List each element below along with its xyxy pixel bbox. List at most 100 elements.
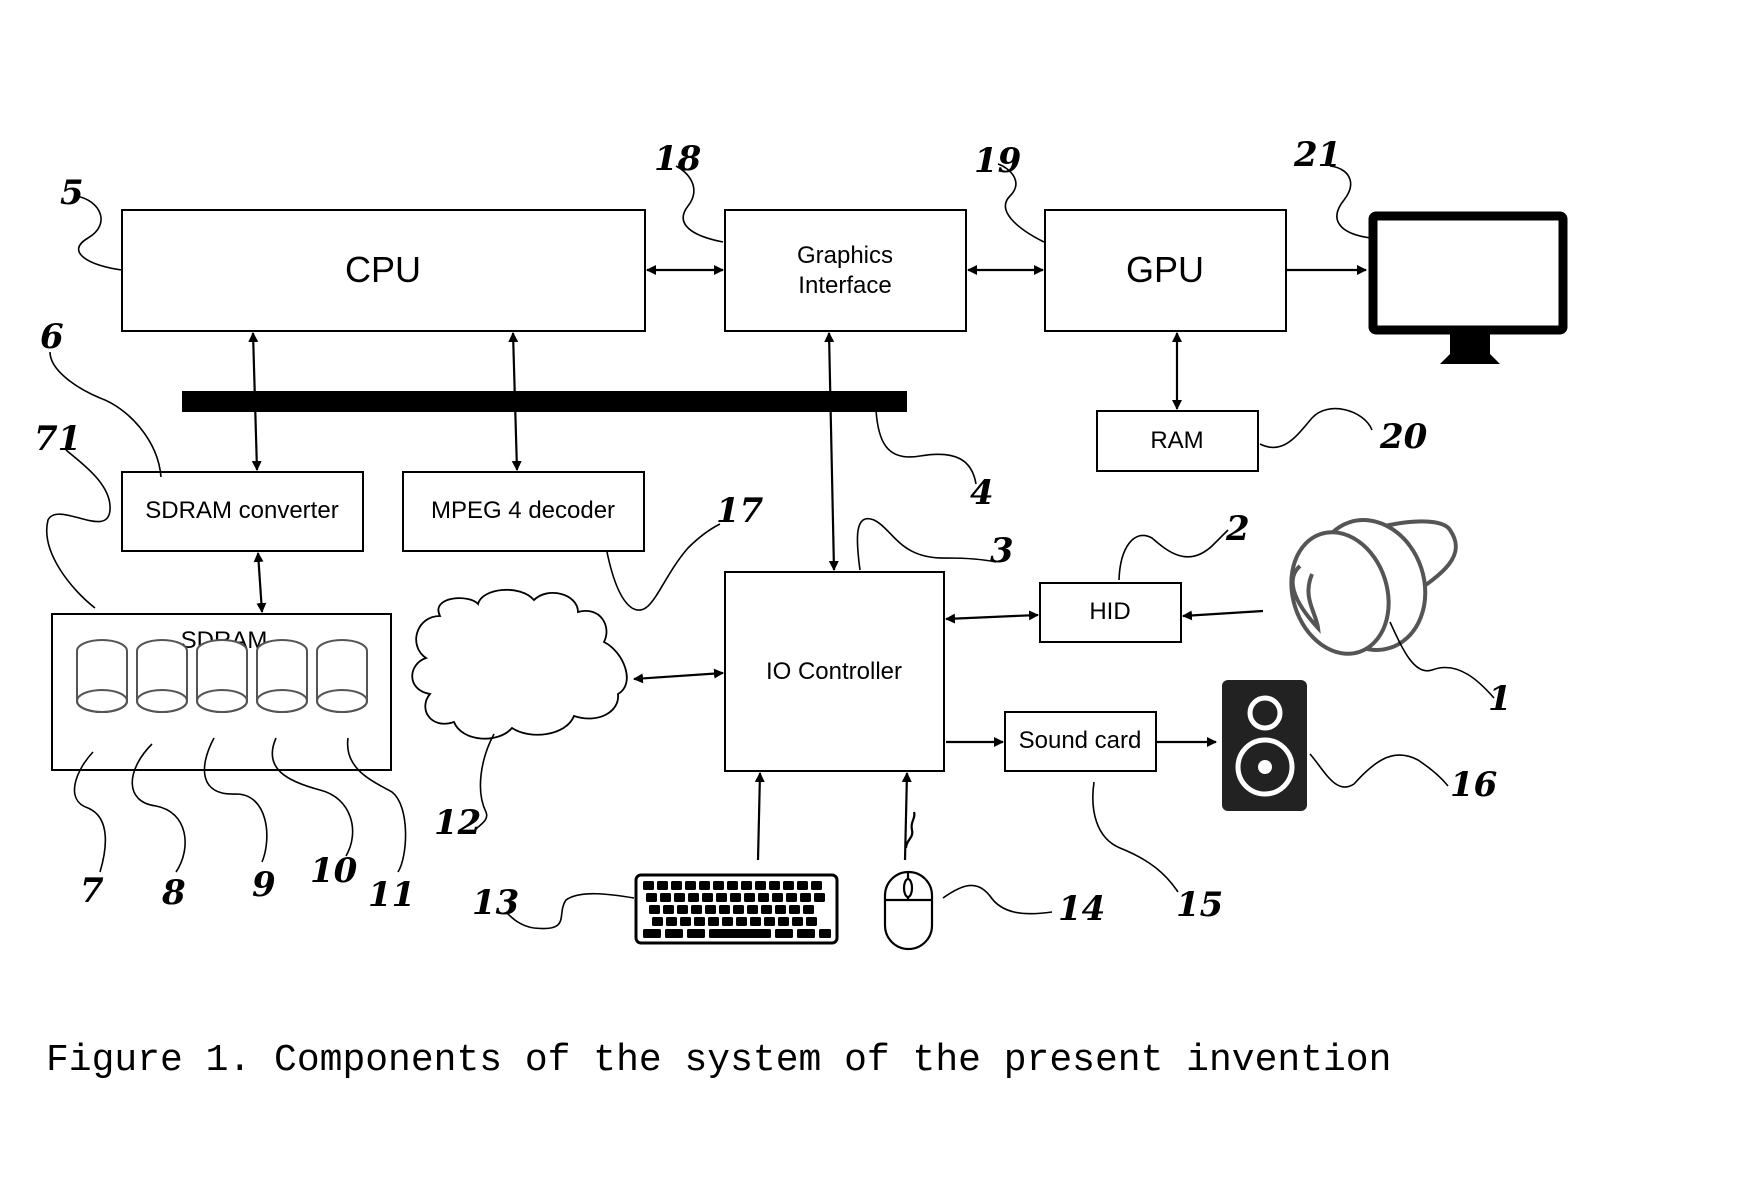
database-cylinder-icon [256, 639, 308, 713]
keyboard-key [800, 893, 811, 902]
keyboard-key [769, 881, 780, 890]
ram-block: RAM [1096, 410, 1259, 472]
keyboard-key [764, 917, 775, 926]
keyboard-key [758, 893, 769, 902]
keyboard-key [702, 893, 713, 902]
ref-number: 19 [974, 141, 1021, 181]
keyboard-key [761, 905, 772, 914]
cpu-bus-mpeg4-link [508, 332, 522, 471]
ref-number: 21 [1293, 135, 1341, 175]
keyboard-key [674, 893, 685, 902]
keyboard-key [687, 929, 705, 938]
keyboard-key [688, 893, 699, 902]
keyboard-key [691, 905, 702, 914]
keyboard-key [797, 881, 808, 890]
ref-number: 17 [716, 491, 764, 531]
figure-caption: Figure 1. Components of the system of th… [46, 1039, 1391, 1082]
io-controller-label: IO Controller [766, 658, 902, 685]
ref-number: 4 [970, 473, 994, 513]
mpeg4-decoder-block: MPEG 4 decoder [402, 471, 645, 552]
keyboard-key [705, 905, 716, 914]
keyboard-key [646, 893, 657, 902]
gpu-label: GPU [1126, 249, 1204, 290]
graphics-interface-label-line2: Interface [798, 272, 891, 299]
monitor-icon [1368, 211, 1568, 364]
speaker-icon [1222, 680, 1307, 811]
gpu-block: GPU [1044, 209, 1287, 332]
keyboard-key [666, 917, 677, 926]
connections [248, 265, 1367, 861]
ref-number: 14 [1058, 889, 1105, 929]
cpu-label: CPU [345, 249, 421, 290]
database-cylinder-icon [76, 639, 128, 713]
keyboard-key [727, 881, 738, 890]
keyboard-key [730, 893, 741, 902]
keyboard-key [649, 905, 660, 914]
ref-number: 15 [1176, 885, 1223, 925]
mpeg4-decoder-label: MPEG 4 decoder [431, 497, 615, 524]
keyboard-key [741, 881, 752, 890]
hid-block: HID [1039, 582, 1182, 643]
ref-number: 10 [310, 851, 358, 891]
keyboard-key [819, 929, 831, 938]
ref-number: 1 [1488, 679, 1512, 719]
graphics-interface-block: Graphics Interface [724, 209, 967, 332]
joystick-icon [1289, 518, 1458, 656]
leader-lines [45, 163, 1495, 930]
ref-number: 13 [472, 883, 519, 923]
hid-label: HID [1089, 598, 1130, 625]
keyboard-key [680, 917, 691, 926]
keyboard-key [708, 917, 719, 926]
ref-number: 18 [654, 139, 701, 179]
keyboard-key [694, 917, 705, 926]
keyboard-key [789, 905, 800, 914]
keyboard-key [778, 917, 789, 926]
keyboard-key [663, 905, 674, 914]
ref-number: 7 [80, 871, 104, 911]
keyboard-key [685, 881, 696, 890]
keyboard-key [814, 893, 825, 902]
sdram-converter-label: SDRAM converter [145, 497, 338, 524]
joystick-hid-link [1182, 609, 1264, 621]
keyboard-key [713, 881, 724, 890]
keyboard-key [699, 881, 710, 890]
keyboard-icon [634, 873, 839, 945]
keyboard-key [643, 881, 654, 890]
system-bus [182, 391, 907, 412]
ref-number: 12 [434, 803, 481, 843]
keyboard-key [722, 917, 733, 926]
keyboard-key [806, 917, 817, 926]
sdram-converter-block: SDRAM converter [121, 471, 364, 552]
keyboard-key [747, 905, 758, 914]
ref-number: 6 [40, 317, 64, 357]
keyboard-key [660, 893, 671, 902]
keyboard-key [671, 881, 682, 890]
cpu-bus-sdram-converter-link [248, 332, 262, 471]
keyboard-key [775, 929, 793, 938]
keyboard-key [736, 917, 747, 926]
keyboard-key [709, 929, 771, 938]
cpu-block: CPU [121, 209, 646, 332]
keyboard-key [786, 893, 797, 902]
sound-card-label: Sound card [1019, 727, 1142, 754]
keyboard-key [803, 905, 814, 914]
network-io-link [633, 668, 724, 684]
keyboard-key [657, 881, 668, 890]
mouse-icon [883, 811, 934, 951]
ref-number: 11 [368, 875, 415, 915]
keyboard-io-link [754, 772, 765, 861]
ref-number: 71 [34, 419, 81, 459]
io-hid-link [945, 610, 1039, 624]
io-controller-block: IO Controller [724, 571, 945, 772]
keyboard-key [775, 905, 786, 914]
reference-numbers: 5 6 71 7 8 9 10 11 17 12 13 14 15 16 1 2… [34, 135, 1512, 929]
keyboard-key [772, 893, 783, 902]
graphics-interface-label-line1: Graphics [797, 242, 893, 269]
sdram-converter-sdram-link [253, 552, 267, 613]
keyboard-key [716, 893, 727, 902]
keyboard-key [811, 881, 822, 890]
ref-number: 3 [990, 531, 1014, 571]
database-cylinder-icon [136, 639, 188, 713]
sdram-cylinders [76, 639, 368, 713]
ref-number: 5 [60, 173, 84, 213]
